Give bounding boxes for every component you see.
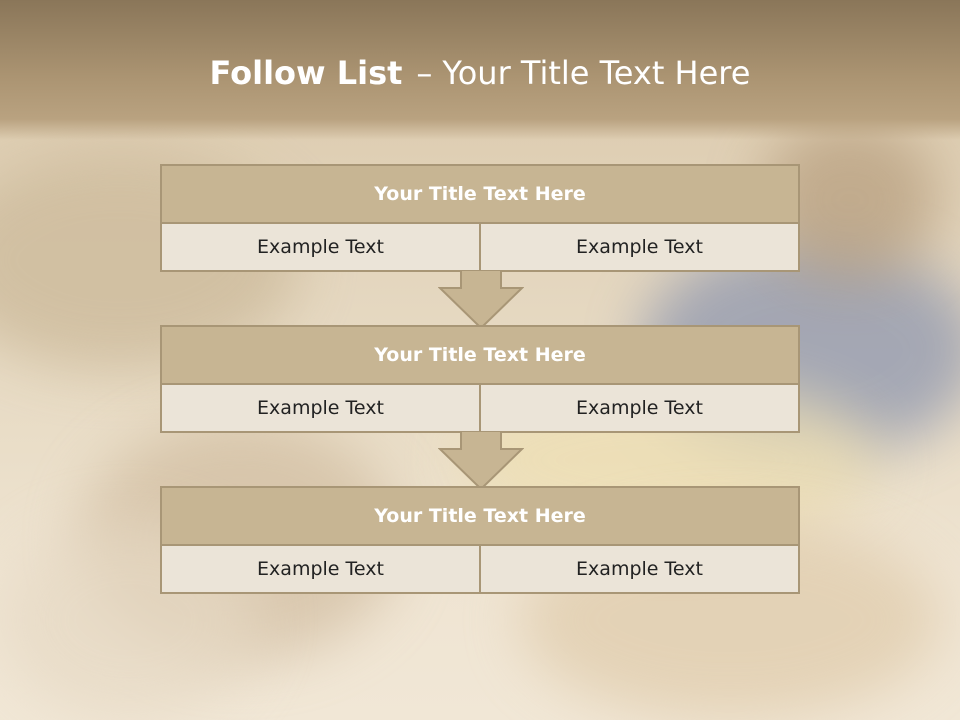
list-block-3: Your Title Text Here Example Text Exampl… bbox=[160, 486, 800, 594]
slide-title-bold: Follow List bbox=[209, 54, 403, 92]
list-block-2: Your Title Text Here Example Text Exampl… bbox=[160, 325, 800, 433]
down-arrow-icon bbox=[438, 431, 524, 491]
slide-title-dash: – bbox=[416, 54, 433, 92]
block-cell-left: Example Text bbox=[257, 236, 384, 258]
block-cell-left: Example Text bbox=[257, 558, 384, 580]
slide-title-rest: Your Title Text Here bbox=[442, 54, 751, 92]
block-cell-right: Example Text bbox=[479, 546, 798, 592]
block-title: Your Title Text Here bbox=[162, 166, 798, 224]
block-row: Example Text Example Text bbox=[162, 546, 798, 592]
block-row: Example Text Example Text bbox=[162, 224, 798, 270]
block-cell-right: Example Text bbox=[479, 224, 798, 270]
block-row: Example Text Example Text bbox=[162, 385, 798, 431]
slide-title: Follow List–Your Title Text Here bbox=[0, 54, 960, 92]
header-band bbox=[0, 0, 960, 140]
block-cell-right: Example Text bbox=[479, 385, 798, 431]
block-cell-left: Example Text bbox=[257, 397, 384, 419]
down-arrow-icon bbox=[438, 270, 524, 330]
block-title: Your Title Text Here bbox=[162, 327, 798, 385]
block-title: Your Title Text Here bbox=[162, 488, 798, 546]
list-block-1: Your Title Text Here Example Text Exampl… bbox=[160, 164, 800, 272]
